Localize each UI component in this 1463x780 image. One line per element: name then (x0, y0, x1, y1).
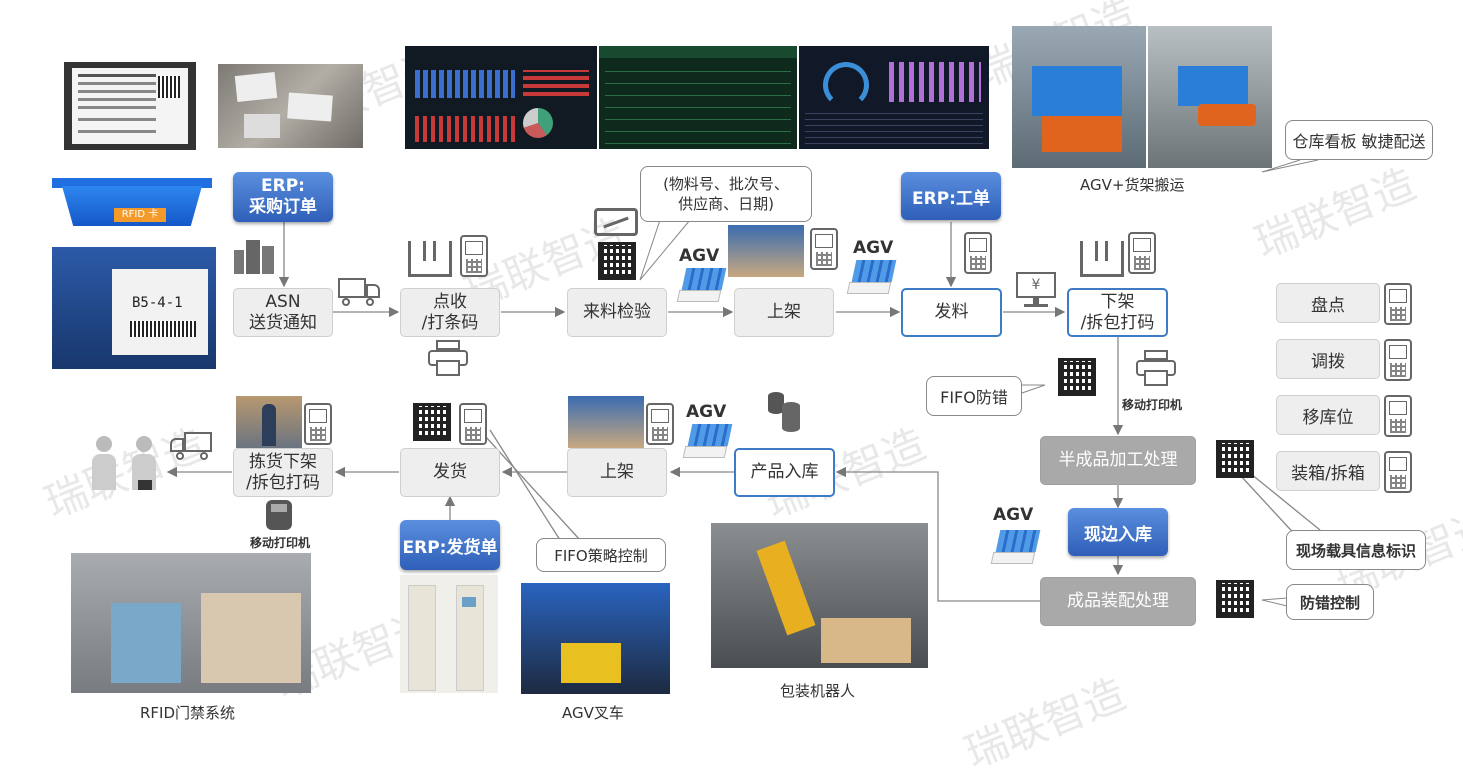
warehouse-photo-2 (568, 396, 644, 448)
erp-work-order[interactable]: ERP:工单 (901, 172, 1001, 220)
agv-shelf-photo-2 (1148, 26, 1272, 168)
connector-lines (166, 159, 1321, 607)
side-op-relocate[interactable]: 移库位 (1276, 395, 1380, 435)
node-asn[interactable]: ASN 送货通知 (233, 288, 333, 337)
agv-shelf-photo-1 (1012, 26, 1146, 168)
scanner-icon (594, 208, 638, 236)
bin-label-photo: B5-4-1 (52, 247, 216, 369)
error-proof-callout: 防错控制 (1286, 584, 1374, 620)
inspect-info-callout: (物料号、批次号、 供应商、日期) (640, 166, 812, 222)
dashboard-photo-3 (799, 46, 989, 149)
handheld-terminal-icon (964, 232, 992, 274)
mobile-printer-caption-2: 移动打印机 (250, 536, 311, 550)
node-onsite-storage[interactable]: 现边入库 (1068, 508, 1168, 556)
node-shelf-1[interactable]: 上架 (734, 288, 834, 337)
node-issue[interactable]: 发料 (901, 288, 1002, 337)
rfid-gate-device-photo (400, 575, 498, 693)
node-pick[interactable]: 下架 /拆包打码 (1067, 288, 1168, 337)
handheld-terminal-icon (1384, 283, 1412, 325)
node-assembly[interactable]: 成品装配处理 (1040, 577, 1196, 626)
agv-label: AGV (993, 505, 1034, 525)
erp-shipping-order[interactable]: ERP:发货单 (400, 520, 500, 570)
node-ship[interactable]: 发货 (400, 448, 500, 497)
agv-robot-icon (990, 530, 1041, 564)
agv-label: AGV (853, 238, 894, 258)
download-tray-icon (408, 241, 452, 277)
side-op-inventory-count[interactable]: 盘点 (1276, 283, 1380, 323)
node-semi-finished[interactable]: 半成品加工处理 (1040, 436, 1196, 485)
handheld-terminal-icon (459, 403, 487, 445)
download-tray-icon (1080, 241, 1124, 277)
qr-code-icon (1058, 358, 1096, 396)
agv-robot-icon (682, 424, 733, 458)
fifo-prevent-callout: FIFO防错 (926, 376, 1022, 416)
handheld-terminal-icon (1128, 232, 1156, 274)
building-icon (234, 240, 276, 274)
rfid-gate-caption: RFID门禁系统 (140, 704, 236, 722)
qr-code-icon (1216, 580, 1254, 618)
handheld-terminal-icon (1384, 451, 1412, 493)
agv-forklift-photo (521, 583, 670, 694)
dashboard-photo-2 (599, 46, 797, 149)
side-op-box-unbox[interactable]: 装箱/拆箱 (1276, 451, 1380, 491)
packing-robot-caption: 包装机器人 (780, 682, 856, 700)
qr-code-icon (1216, 440, 1254, 478)
warehouse-photo-1 (728, 225, 804, 277)
agv-label: AGV (686, 402, 727, 422)
side-op-transfer[interactable]: 调拨 (1276, 339, 1380, 379)
onsite-id-callout: 现场载具信息标识 (1286, 530, 1426, 570)
handheld-terminal-icon (810, 228, 838, 270)
bin-label-text: B5-4-1 (132, 295, 183, 311)
qr-code-icon (413, 403, 451, 441)
kanban-callout: 仓库看板 敏捷配送 (1285, 120, 1433, 160)
worker-photo (236, 396, 302, 448)
handheld-terminal-icon (304, 403, 332, 445)
handheld-terminal-icon (1384, 339, 1412, 381)
agv-robot-icon (846, 260, 897, 294)
node-inspect[interactable]: 来料检验 (567, 288, 667, 337)
printer-icon (1136, 350, 1176, 386)
agv-robot-icon (676, 268, 727, 302)
rfid-gate-photo (71, 553, 311, 693)
fifo-policy-callout: FIFO策略控制 (536, 538, 666, 572)
node-pick-out[interactable]: 拣货下架 /拆包打码 (233, 448, 333, 497)
agv-shelf-caption: AGV+货架搬运 (1080, 176, 1185, 194)
barrels-icon (768, 392, 802, 436)
mobile-printer-caption: 移动打印机 (1122, 398, 1183, 412)
agv-label: AGV (679, 246, 720, 266)
erp-purchase-order[interactable]: ERP: 采购订单 (233, 172, 333, 222)
packing-robot-photo (711, 523, 928, 668)
material-tags-photo (218, 64, 363, 148)
mobile-printer-icon (266, 500, 292, 530)
dashboard-photo-1 (405, 46, 597, 149)
computer-icon: ¥ (1016, 272, 1056, 308)
truck-icon (170, 432, 216, 462)
handheld-terminal-icon (1384, 395, 1412, 437)
printer-icon (428, 340, 468, 376)
truck-icon (338, 278, 384, 308)
rfid-card-label: RFID 卡 (114, 208, 166, 222)
qr-code-icon (598, 242, 636, 280)
node-receive[interactable]: 点收 /打条码 (400, 288, 500, 337)
node-shelf-2[interactable]: 上架 (567, 448, 667, 497)
shipping-label-photo (64, 62, 196, 150)
handheld-terminal-icon (646, 403, 674, 445)
handshake-icon (92, 436, 162, 492)
handheld-terminal-icon (460, 235, 488, 277)
agv-forklift-caption: AGV叉车 (562, 704, 624, 722)
rfid-bin-photo: RFID 卡 (52, 178, 212, 230)
node-product-in[interactable]: 产品入库 (734, 448, 835, 497)
